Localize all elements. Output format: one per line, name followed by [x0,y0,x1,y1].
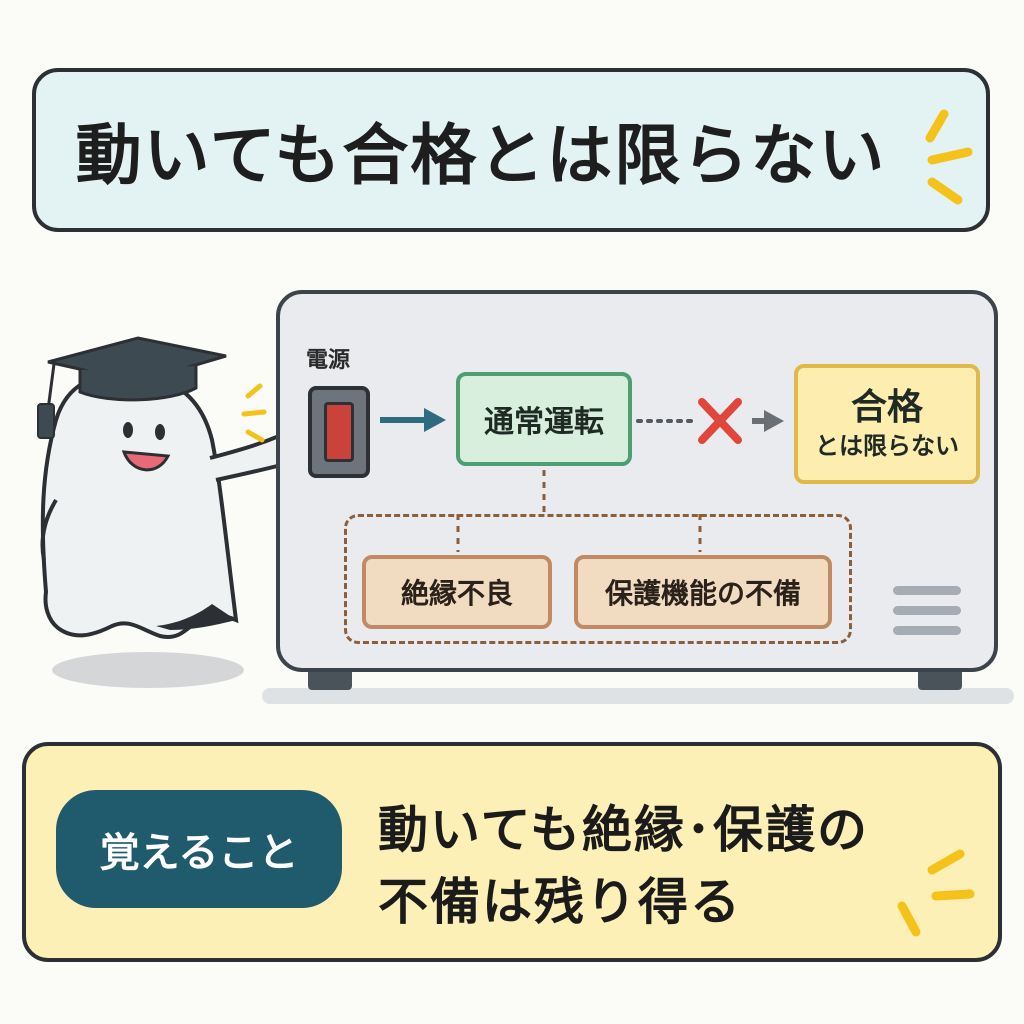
power-switch-rocker [324,402,354,462]
title-spark-icon [925,109,973,205]
normal-operation-box: 通常運転 [456,372,632,466]
power-switch[interactable] [308,386,370,478]
machine-shadow [262,688,1014,704]
title-banner: 動いても合格とは限らない [32,68,990,232]
vent-slot [893,606,961,615]
pass-main-label: 合格 [850,387,923,428]
memo-spark-icon [897,849,975,937]
machine-foot-left [308,672,352,690]
defect-box-protection: 保護機能の不備 [574,555,832,629]
pass-sub-label: とは限らない [815,432,959,460]
machine-foot-right [918,672,962,690]
power-label: 電源 [306,348,351,373]
normal-operation-label: 通常運転 [484,405,604,440]
page-title: 動いても合格とは限らない [75,117,887,194]
defect-label: 保護機能の不備 [604,577,801,610]
vent-slot [893,626,961,635]
memo-line-1: 動いても絶縁･保護の [378,801,869,859]
defect-box-insulation: 絶縁不良 [362,555,552,629]
memo-line-2: 不備は残り得る [378,873,742,931]
ghost-graduate-icon [37,336,329,688]
vent-slot [893,586,961,595]
memo-badge: 覚えること [56,790,342,908]
hidden-defects-group [344,514,852,644]
defect-label: 絶縁不良 [400,577,513,610]
pass-box: 合格 とは限らない [794,364,980,484]
memo-badge-label: 覚えること [99,830,299,876]
